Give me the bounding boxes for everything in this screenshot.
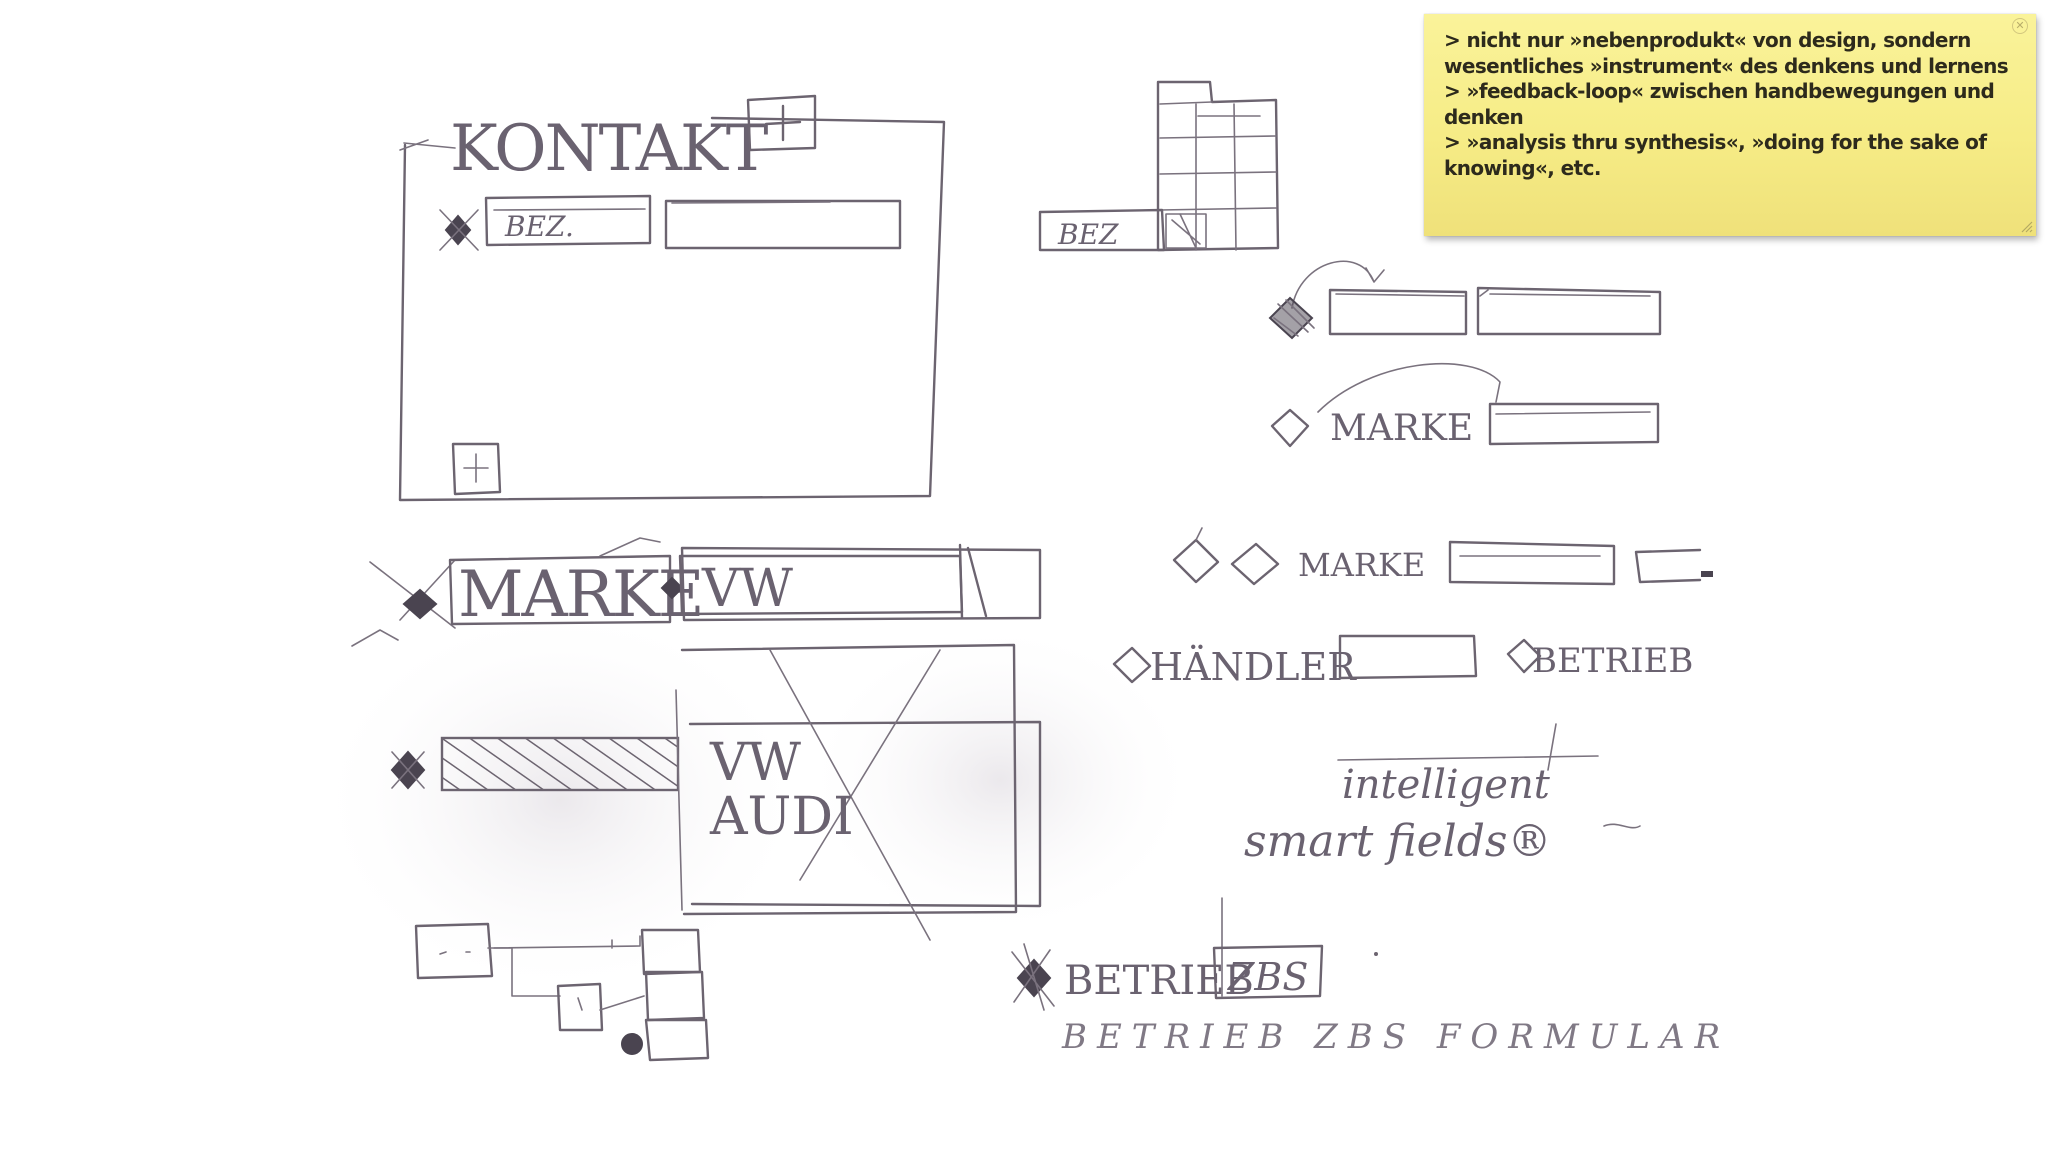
note-line-3: > »analysis thru synthesis«, »doing for …: [1444, 130, 1987, 180]
kontakt-window-sketch: KONTAKT BEZ.: [398, 94, 946, 502]
resize-grip-icon[interactable]: [2019, 219, 2033, 233]
marke-row-label: MARKE: [1298, 546, 1425, 584]
kontakt-label: KONTAKT: [450, 112, 769, 186]
grid-sketch: BEZ: [1038, 80, 1280, 252]
dropdown-sketch: VW AUDI: [390, 643, 1042, 941]
marke-main-label: MARKE: [458, 558, 702, 632]
marke-arc-label: MARKE: [1330, 408, 1473, 449]
right-fields-sketch: MARKE MARKE HÄNDLER BETRIEB: [1112, 260, 1713, 689]
bez-label: BEZ.: [504, 210, 574, 243]
zbs-label: ZBS: [1227, 955, 1308, 999]
tree-sketch: [414, 922, 710, 1062]
vw-field-label: VW: [701, 559, 794, 619]
haendler-label: HÄNDLER: [1150, 645, 1357, 689]
bez-small-label: BEZ: [1057, 218, 1119, 251]
marke-row-sketch: MARKE VW: [351, 537, 1042, 647]
betrieb-right-label: BETRIEB: [1532, 641, 1693, 681]
vw-audi-vw-label: VW: [709, 733, 802, 793]
close-icon[interactable]: ✕: [2012, 18, 2028, 34]
smart-fields-sketch: intelligent smart fields®: [1244, 723, 1641, 867]
smart-fields-label: smart fields®: [1244, 816, 1551, 867]
intelligent-label: intelligent: [1342, 762, 1551, 808]
note-line-2: > »feedback-loop« zwischen handbewegunge…: [1444, 79, 1995, 129]
note-line-1: > nicht nur »nebenprodukt« von design, s…: [1444, 28, 2009, 78]
vw-audi-audi-label: AUDI: [709, 787, 854, 847]
betrieb-sketch: BETRIEB ZBS BETRIEB ZBS FORMULAR: [1011, 897, 1730, 1057]
sticky-note-text: > nicht nur »nebenprodukt« von design, s…: [1444, 28, 2018, 181]
sticky-note[interactable]: ✕ > nicht nur »nebenprodukt« von design,…: [1424, 14, 2036, 236]
bottom-scribble-label: BETRIEB ZBS FORMULAR: [1061, 1017, 1730, 1057]
